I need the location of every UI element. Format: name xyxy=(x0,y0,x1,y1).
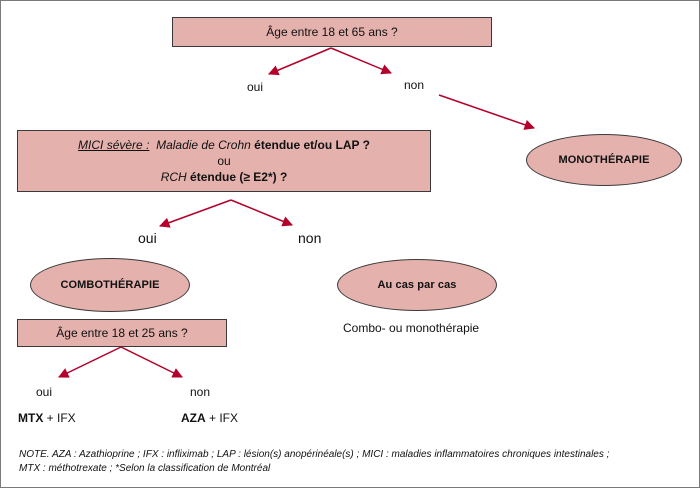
mici-line-1: MICI sévère : Maladie de Crohn étendue e… xyxy=(78,137,370,153)
arrow-q1-oui xyxy=(268,47,332,76)
combotherapie-label: COMBOTHÉRAPIE xyxy=(60,279,160,291)
question-age-18-65: Âge entre 18 et 65 ans ? xyxy=(172,17,492,47)
q3-non-label: non xyxy=(190,385,211,399)
arrow-q1-non xyxy=(330,47,392,75)
arrow-q3-oui xyxy=(58,346,122,378)
mici-severe-label: MICI sévère : xyxy=(78,138,150,152)
maladie-crohn-label: Maladie de Crohn xyxy=(156,138,251,152)
q2-non-label: non xyxy=(298,230,322,246)
monotherapie-ellipse: MONOTHÉRAPIE xyxy=(526,134,682,186)
arrow-q3-non xyxy=(120,346,183,378)
q1-non-label: non xyxy=(404,78,425,92)
mici-line-2: ou xyxy=(217,154,231,168)
question-mici-severe: MICI sévère : Maladie de Crohn étendue e… xyxy=(17,130,431,192)
cas-par-cas-ellipse: Au cas par cas xyxy=(337,259,497,311)
footnote: NOTE. AZA : Azathioprine ; IFX : inflixi… xyxy=(19,448,689,476)
q3-oui-label: oui xyxy=(36,385,53,399)
mtx-rest-label: + IFX xyxy=(43,411,76,425)
question-age-18-25-text: Âge entre 18 et 25 ans ? xyxy=(56,326,188,340)
combotherapie-ellipse: COMBOTHÉRAPIE xyxy=(30,258,190,312)
q1-oui-label: oui xyxy=(247,80,264,94)
footnote-line-1: NOTE. AZA : Azathioprine ; IFX : inflixi… xyxy=(19,449,610,460)
rch-label: RCH xyxy=(160,170,187,184)
question-age-18-65-text: Âge entre 18 et 65 ans ? xyxy=(266,25,398,39)
mtx-label: MTX xyxy=(18,411,44,425)
footnote-line-2: MTX : méthotrexate ; *Selon la classific… xyxy=(19,463,271,474)
question-age-18-25: Âge entre 18 et 25 ans ? xyxy=(17,319,227,347)
aza-rest-label: + IFX xyxy=(205,411,239,425)
arrow-non-monotherapie xyxy=(438,94,535,130)
q2-oui-label: oui xyxy=(138,230,157,246)
cas-par-cas-label: Au cas par cas xyxy=(377,279,457,291)
rch-criteria-label: étendue (≥ E2*) ? xyxy=(190,170,288,184)
outcome-mtx-ifx: MTX + IFX xyxy=(18,411,76,425)
outcome-aza-ifx: AZA + IFX xyxy=(181,411,238,425)
monotherapie-label: MONOTHÉRAPIE xyxy=(558,154,650,166)
arrow-q2-non xyxy=(230,199,293,227)
crohn-criteria-label: étendue et/ou LAP ? xyxy=(254,138,370,152)
arrow-q2-oui xyxy=(159,199,232,228)
aza-label: AZA xyxy=(181,411,206,425)
mici-line-3: RCH étendue (≥ E2*) ? xyxy=(161,169,288,185)
cas-par-cas-caption: Combo- ou monothérapie xyxy=(343,321,480,335)
